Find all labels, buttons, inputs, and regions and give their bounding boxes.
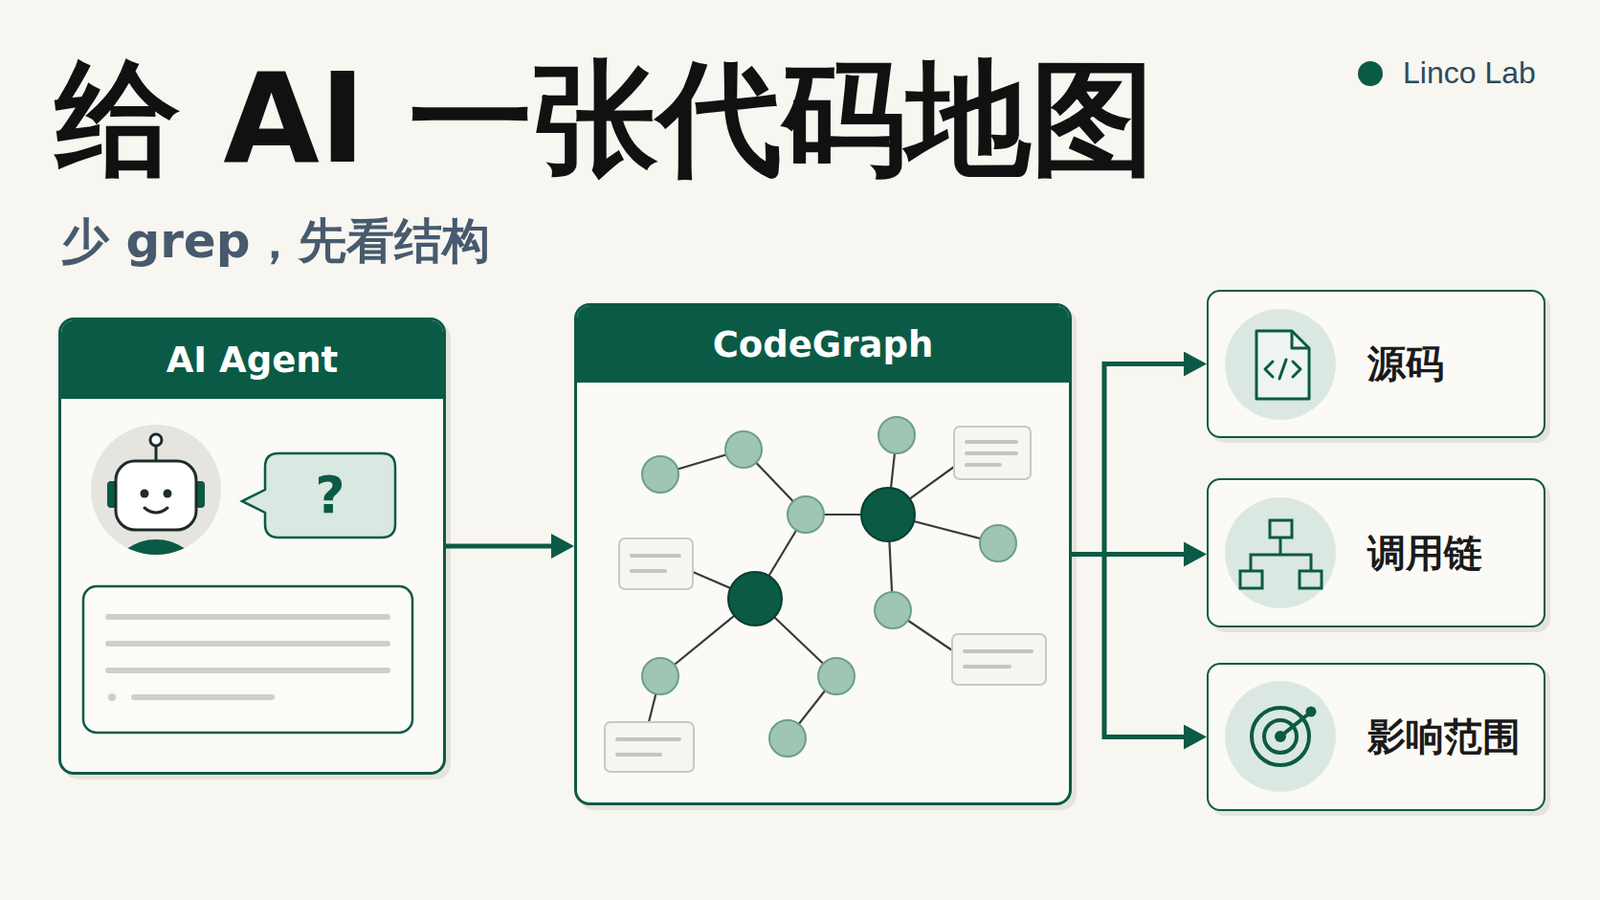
output-box: 源码 — [1206, 289, 1546, 439]
flow-arrow — [445, 544, 559, 550]
box-label: 源码 — [1367, 337, 1534, 391]
graph-panel: CodeGraph — [574, 303, 1072, 806]
output-box: 影响范围 — [1206, 663, 1546, 812]
brand-dot — [1357, 61, 1383, 87]
box-label: 影响范围 — [1367, 711, 1534, 764]
flow-arrow — [1071, 364, 1192, 556]
panel-header: AI Agent — [61, 320, 444, 400]
main-title: 给 AI 一张代码地图 — [55, 53, 1156, 185]
box-label-group: 影响范围 — [1367, 665, 1534, 810]
question-mark: ? — [265, 453, 396, 538]
flow-arrow — [1071, 555, 1192, 738]
box-label-group: 源码 — [1367, 291, 1534, 437]
box-label-group: 调用链 — [1367, 480, 1534, 626]
agent-panel: AI Agent — [58, 317, 446, 776]
output-box: 调用链 — [1206, 478, 1546, 628]
flow-arrow — [1071, 552, 1192, 557]
box-label: 调用链 — [1367, 527, 1534, 580]
brand-name: Linco Lab — [1402, 53, 1536, 94]
subtitle: 少 grep，先看结构 — [61, 212, 490, 270]
panel-header: CodeGraph — [577, 306, 1069, 383]
